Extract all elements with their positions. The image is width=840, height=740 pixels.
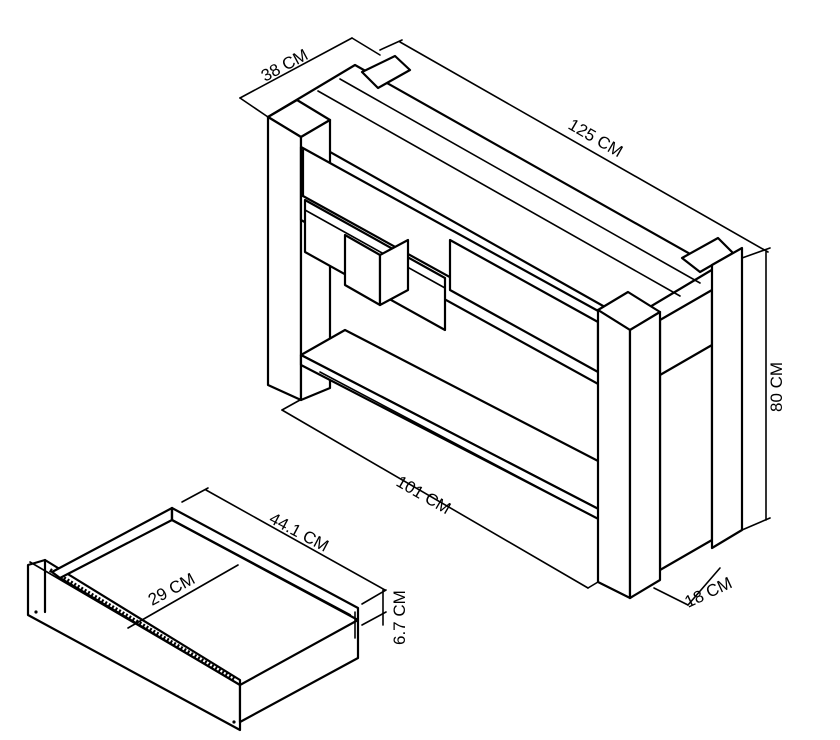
leg-width-label: 18 CM [682, 573, 735, 611]
drawer-handle-groove [304, 209, 446, 289]
drawer [26, 506, 360, 732]
front-right-leg-side [628, 310, 662, 600]
back-left-leg-cap [360, 54, 412, 90]
rear-right-leg [710, 246, 744, 550]
drawer-dot-left [34, 610, 38, 614]
drawer-right-side [238, 618, 360, 724]
inner-width-ext-a [281, 399, 301, 411]
leg-dim-line [653, 587, 689, 606]
drawer-inner-dim-line [127, 564, 239, 629]
drawer-back-panel [50, 506, 174, 580]
top-plank-line [317, 90, 681, 297]
drawer-front-panel [26, 558, 242, 732]
width-dim-line [399, 41, 769, 253]
inner-width-dim-line [281, 409, 589, 589]
drawer-dot-right [232, 720, 236, 724]
drawer-depth-ext-b [361, 589, 387, 605]
drawer-height-label: 6.7 CM [390, 590, 409, 645]
leg-dim-line-b [687, 567, 721, 606]
drawer-inner-edge [58, 576, 242, 687]
front-left-leg-front [266, 115, 303, 402]
width-dim-ext-a [379, 39, 403, 51]
depth-label: 38 CM [258, 45, 311, 85]
console-table [266, 54, 744, 600]
back-left-leg-inner-side [378, 238, 410, 307]
height-label: 80 CM [767, 362, 786, 412]
inner-width-label: 101 CM [393, 472, 454, 518]
drawer-depth-ext-a [181, 487, 209, 503]
drawer-height-ext [361, 611, 387, 626]
top-plank-line-2 [339, 78, 701, 284]
drawer-depth-dim-line [205, 489, 386, 591]
front-right-leg-front [596, 308, 632, 600]
depth-dim-ext-a [239, 97, 269, 118]
shelf-groove [319, 371, 601, 521]
inner-width-ext-b [587, 581, 599, 589]
back-right-leg-front [658, 338, 714, 572]
height-dim-ext-a [741, 247, 771, 259]
depth-dim-ext-b [351, 37, 381, 56]
depth-dim-line [239, 37, 353, 99]
drawer-inner-back [170, 518, 352, 617]
height-dim-ext-b [741, 517, 771, 531]
drawer-depth-label: 44.1 CM [266, 509, 332, 556]
